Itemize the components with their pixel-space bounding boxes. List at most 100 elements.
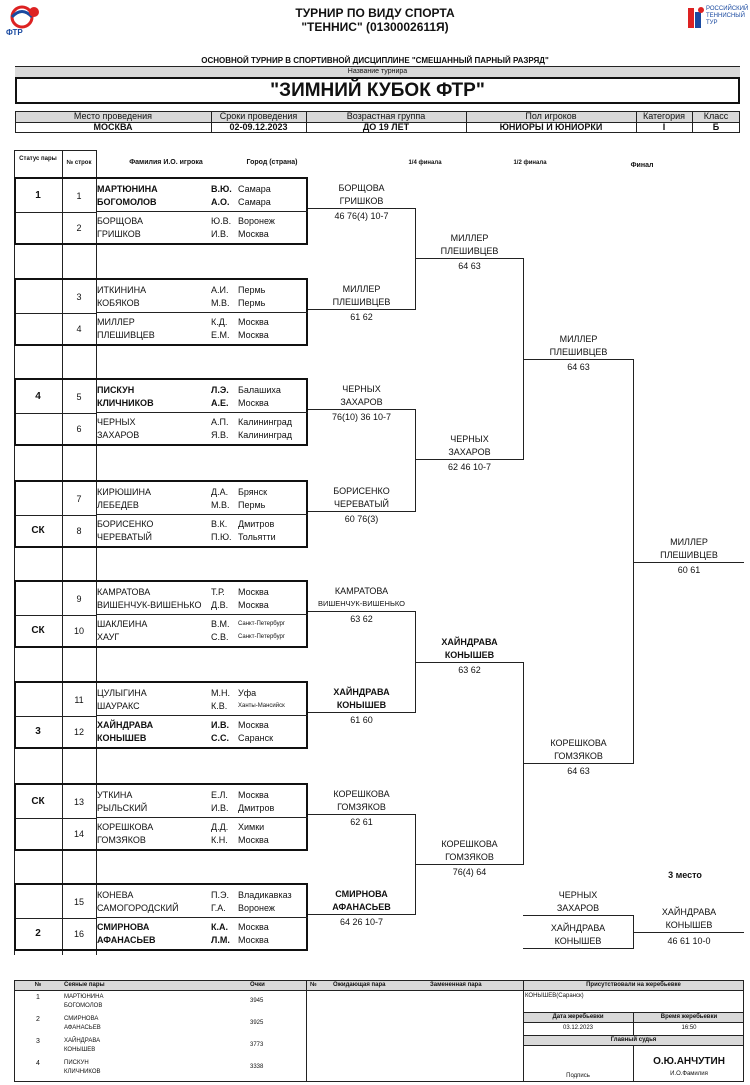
qf-winner-a: КОРЕШКОВА: [441, 839, 498, 849]
player1-city: Калининград: [238, 417, 293, 427]
player1-city: Санкт-Петербург: [238, 621, 286, 627]
player2-city: Тольятти: [238, 532, 276, 542]
player1-name: МАРТЮНИНА: [97, 184, 158, 194]
player2-initials: С.В.: [211, 632, 229, 642]
row-separator: [14, 615, 96, 616]
info-value-age: ДО 19 ЛЕТ: [362, 122, 410, 132]
seed-points: 3925: [250, 1020, 264, 1026]
draw-date: 03.12.2023: [562, 1025, 594, 1031]
footer-h-seeds: Сеяные пары: [64, 982, 105, 988]
player1-city: Балашиха: [238, 385, 281, 395]
r16-winner-a: МИЛЛЕР: [342, 284, 381, 294]
col-status: Статус пары: [19, 156, 57, 162]
sf-winner-score: 64 63: [567, 766, 590, 776]
player1-initials: И.В.: [211, 720, 229, 730]
match-divider: [96, 817, 308, 818]
r16-winner-score: 62 61: [350, 817, 373, 827]
info-value-gender: ЮНИОРЫ И ЮНИОРКИ: [499, 122, 603, 132]
player1-name: КОРЕШКОВА: [97, 822, 154, 832]
match-divider: [96, 312, 308, 313]
page-title-line2: "ТЕННИС" (0130002611Я): [301, 20, 449, 34]
player2-city: Москва: [238, 229, 269, 239]
seed-player-b: БОГОМОЛОВ: [64, 1003, 103, 1009]
bracket-line: [633, 359, 634, 764]
seed-player-b: КЛИЧНИКОВ: [64, 1069, 101, 1075]
col-sf: 1/2 финала: [513, 160, 547, 166]
judge-label: Главный судья: [610, 1037, 657, 1043]
qf-winner-a: ЧЕРНЫХ: [450, 434, 489, 444]
player2-city: Дмитров: [238, 803, 275, 813]
player1-initials: А.И.: [211, 285, 229, 295]
logo-ftr-text: ФТР: [6, 28, 23, 37]
player2-city: Санкт-Петербург: [238, 634, 286, 640]
player2-initials: А.О.: [211, 197, 230, 207]
page-title-line1: ТУРНИР ПО ВИДУ СПОРТА: [295, 6, 455, 20]
final-winner-score: 60 61: [677, 565, 701, 575]
seed-no: 3: [36, 1038, 40, 1045]
player1-initials: К.А.: [211, 922, 228, 932]
seed-points: 3338: [250, 1064, 264, 1070]
row-separator: [14, 413, 96, 414]
player1-name: ХАЙНДРАВА: [97, 720, 154, 730]
qf-winner-a: ХАЙНДРАВА: [441, 637, 498, 647]
player1-initials: К.Д.: [211, 317, 228, 327]
player2-initials: Л.М.: [211, 935, 230, 945]
r16-winner-score: 46 76(4) 10-7: [334, 211, 389, 221]
player2-city: Ханты-Мансийск: [238, 703, 285, 709]
match-divider: [96, 715, 308, 716]
third-winner-a: ХАЙНДРАВА: [661, 907, 717, 917]
seed-player-a: МАРТЮНИНА: [64, 994, 104, 1000]
r16-winner-a: БОРИСЕНКО: [333, 486, 390, 496]
col-final: Финал: [630, 162, 654, 169]
r16-winner-score: 76(10) 36 10-7: [331, 412, 392, 422]
player2-name: АФАНАСЬЕВ: [97, 935, 156, 945]
info-value-place: МОСКВА: [93, 122, 133, 132]
player2-initials: А.Е.: [211, 398, 229, 408]
name-label: Название турнира: [15, 67, 740, 77]
info-label-gender: Пол игроков: [525, 111, 577, 121]
player2-name: ЗАХАРОВ: [97, 430, 140, 440]
player2-name: ГРИШКОВ: [97, 229, 141, 239]
player2-city: Саранск: [238, 733, 274, 743]
player1-initials: П.Э.: [211, 890, 229, 900]
footer-h-pts: Очки: [250, 982, 265, 988]
player2-city: Москва: [238, 935, 269, 945]
info-value-category: I: [662, 122, 666, 132]
player2-city: Калининград: [238, 430, 293, 440]
player1-city: Москва: [238, 587, 269, 597]
seed-player-a: ХАЙНДРАВА: [64, 1038, 101, 1044]
player2-name: ПЛЕШИВЦЕВ: [97, 330, 155, 340]
bracket-line: [308, 511, 415, 512]
player1-initials: Е.Л.: [211, 790, 228, 800]
pair-status: 4: [35, 391, 41, 402]
player2-initials: И.В.: [211, 803, 229, 813]
r16-winner-score: 64 26 10-7: [339, 917, 384, 927]
pair-line-no: 14: [73, 829, 84, 839]
player1-initials: Д.Д.: [211, 822, 229, 832]
signature-label: Подпись: [566, 1073, 590, 1079]
info-label-place: Место проведения: [73, 111, 153, 121]
pair-line-no: 8: [76, 526, 82, 536]
qf-winner-b: ПЛЕШИВЦЕВ: [440, 246, 499, 256]
rtt-line3: ТУР: [706, 20, 718, 26]
qf-winner-a: МИЛЛЕР: [450, 233, 489, 243]
qf-winner-score: 63 62: [458, 665, 481, 675]
third-score: 46 61 10-0: [667, 936, 711, 946]
r16-winner-a: КОРЕШКОВА: [333, 789, 390, 799]
sf-winner-b: ПЛЕШИВЦЕВ: [549, 347, 608, 357]
seed-player-b: КОНЫШЕВ: [64, 1047, 96, 1053]
player2-name: ЧЕРЕВАТЫЙ: [97, 532, 152, 542]
bracket-line: [416, 459, 523, 460]
pair-status: 3: [35, 726, 41, 737]
player2-name: КОНЫШЕВ: [97, 733, 147, 743]
player1-city: Уфа: [238, 688, 257, 698]
player2-name: ВИШЕНЧУК-ВИШЕНЬКО: [97, 600, 202, 610]
player2-name: САМОГОРОДСКИЙ: [97, 903, 179, 913]
player2-name: КЛИЧНИКОВ: [97, 398, 154, 408]
bracket-line: [634, 562, 744, 563]
r16-winner-b: КОНЫШЕВ: [336, 700, 387, 710]
player1-city: Дмитров: [238, 519, 275, 529]
player2-name: РЫЛЬСКИЙ: [97, 803, 148, 813]
player2-initials: М.В.: [211, 500, 230, 510]
r16-winner-a: КАМРАТОВА: [334, 586, 389, 596]
